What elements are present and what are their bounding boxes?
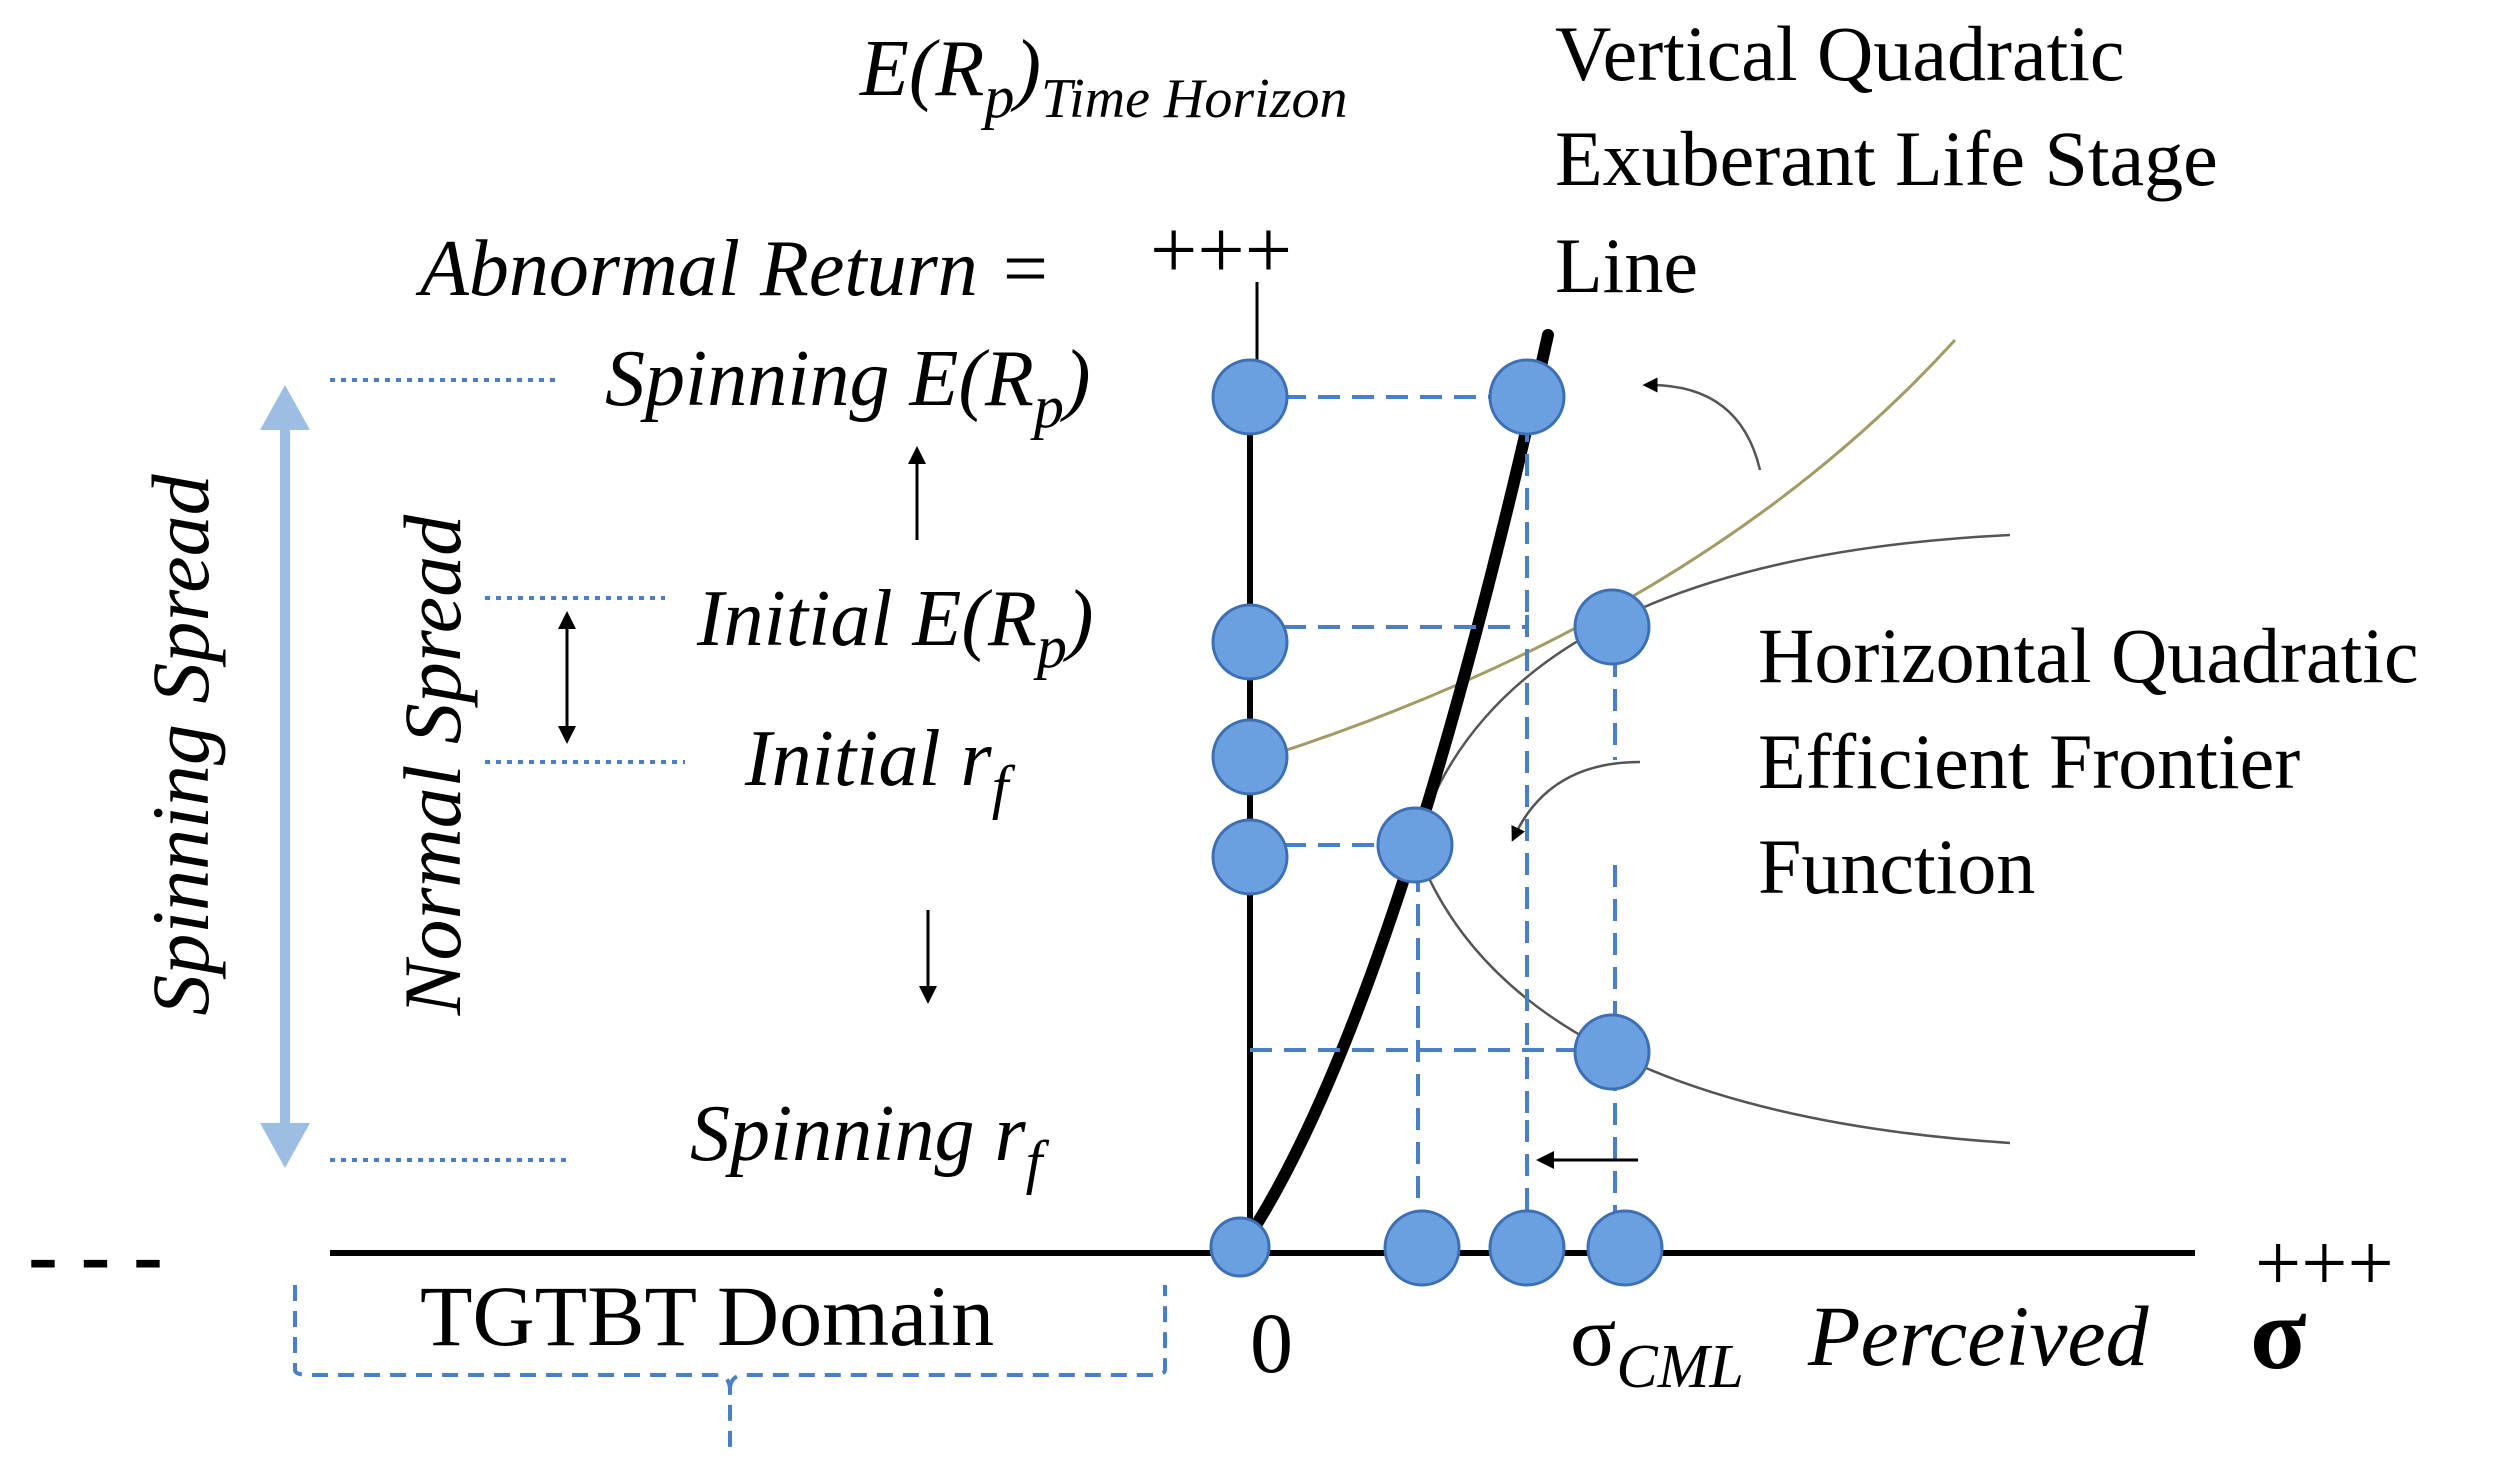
plus-top-label: +++ xyxy=(1150,204,1292,297)
sigma-big-label: σ xyxy=(2250,1276,2307,1391)
spinning-spread-arrow-bottom-head xyxy=(260,1123,310,1168)
point-lower-axis xyxy=(1211,818,1289,896)
spinning-spread-label: Spinning Spread xyxy=(135,473,226,1015)
dotted-level-lines xyxy=(330,378,685,1162)
sigma-cml-label: σCML xyxy=(1570,1288,1744,1401)
horizontal-title-line3: Function xyxy=(1758,823,2035,910)
perceived-label: Perceived xyxy=(1807,1288,2150,1384)
abnormal-return-label: Abnormal Return = xyxy=(415,225,1052,313)
point-spinning-erp-line xyxy=(1488,358,1566,436)
vertical-quadratic-line xyxy=(1244,329,1554,1241)
plus-right-label: +++ xyxy=(2255,1217,2394,1308)
curved-arrow-top xyxy=(1642,377,1762,471)
horizontal-title-line1: Horizontal Quadratic xyxy=(1758,612,2419,699)
curved-arrow-middle xyxy=(1511,760,1641,842)
spinning-erp-label: Spinning E(Rp) xyxy=(605,335,1090,440)
spinning-spread-arrow-top-head xyxy=(260,385,310,430)
point-initial-rf-axis xyxy=(1211,718,1289,796)
vertical-title-line2: Exuberant Life Stage xyxy=(1555,115,2218,202)
y-axis-title: E(Rp)Time Horizon xyxy=(859,25,1348,130)
initial-rf-label: Initial rf xyxy=(744,715,1016,820)
point-line-intersection xyxy=(1376,806,1454,884)
olive-frontier-curve xyxy=(1249,338,1957,764)
data-points xyxy=(1209,358,1664,1287)
vertical-title-line3: Line xyxy=(1555,222,1698,309)
initial-erp-label: Initial E(Rp) xyxy=(696,575,1094,680)
x-axis-negative-dashes: - - - xyxy=(28,1206,163,1305)
point-origin xyxy=(1209,1216,1271,1278)
zero-label: 0 xyxy=(1250,1295,1293,1391)
vertical-title-line1: Vertical Quadratic xyxy=(1555,10,2125,97)
point-x-axis-3 xyxy=(1586,1209,1664,1287)
point-x-axis-1 xyxy=(1383,1209,1461,1287)
point-lower-frontier xyxy=(1573,1013,1651,1091)
point-x-axis-2 xyxy=(1488,1209,1566,1287)
point-initial-erp-axis xyxy=(1211,603,1289,681)
spinning-rf-label: Spinning rf xyxy=(690,1090,1050,1195)
tgtbt-brace xyxy=(293,1285,1167,1450)
point-spinning-erp-axis xyxy=(1211,358,1289,436)
normal-spread-label: Normal Spread xyxy=(387,514,478,1016)
point-initial-erp-frontier xyxy=(1573,588,1651,666)
tgtbt-domain-label: TGTBT Domain xyxy=(420,1268,994,1364)
horizontal-title-line2: Efficient Frontier xyxy=(1758,718,2300,805)
